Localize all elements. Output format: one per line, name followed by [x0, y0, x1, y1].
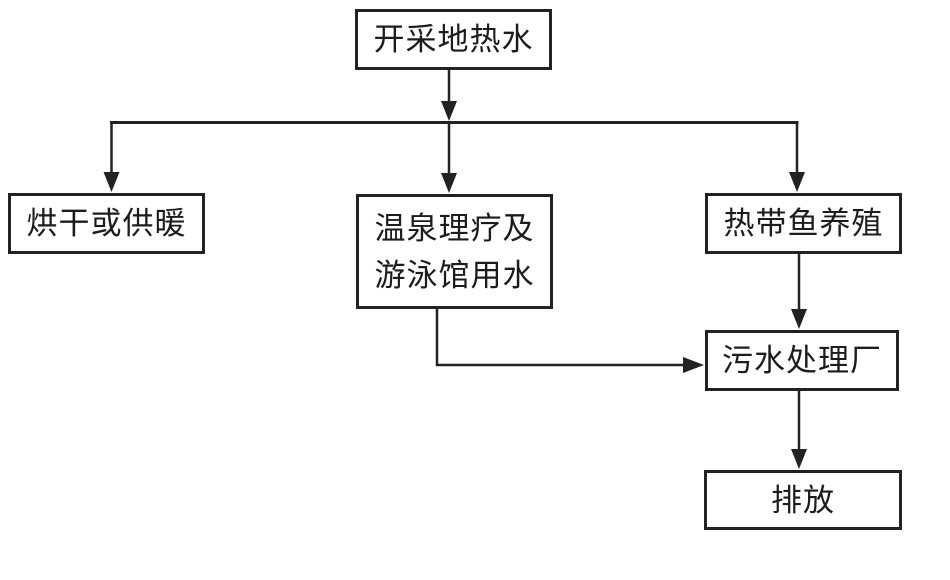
node-discharge-label: 排放 [771, 482, 835, 518]
edge-branch-to-spa [441, 121, 457, 193]
edge-sewage-to-discharge [791, 391, 807, 469]
node-drying: 烘干或供暖 [8, 193, 205, 254]
node-spa-label-line1: 温泉理疗及 [374, 210, 535, 246]
node-fish: 热带鱼养殖 [705, 193, 902, 254]
node-fish-label: 热带鱼养殖 [723, 206, 884, 241]
edge-branch-to-fish [789, 121, 805, 192]
edge-spa-to-sewage [435, 309, 704, 373]
node-source: 开采地热水 [355, 9, 552, 70]
node-sewage: 污水处理厂 [705, 330, 899, 391]
node-source-label: 开采地热水 [373, 22, 534, 57]
node-drying-label: 烘干或供暖 [26, 206, 187, 241]
node-spa: 温泉理疗及 游泳馆用水 [356, 194, 553, 309]
edge-branch-to-drying [103, 121, 120, 192]
edge-source-to-branch [441, 70, 457, 121]
node-sewage-label: 污水处理厂 [722, 343, 882, 378]
node-discharge: 排放 [704, 470, 902, 530]
edge-fish-to-sewage [791, 254, 807, 329]
node-spa-label-line2: 游泳馆用水 [374, 257, 535, 293]
